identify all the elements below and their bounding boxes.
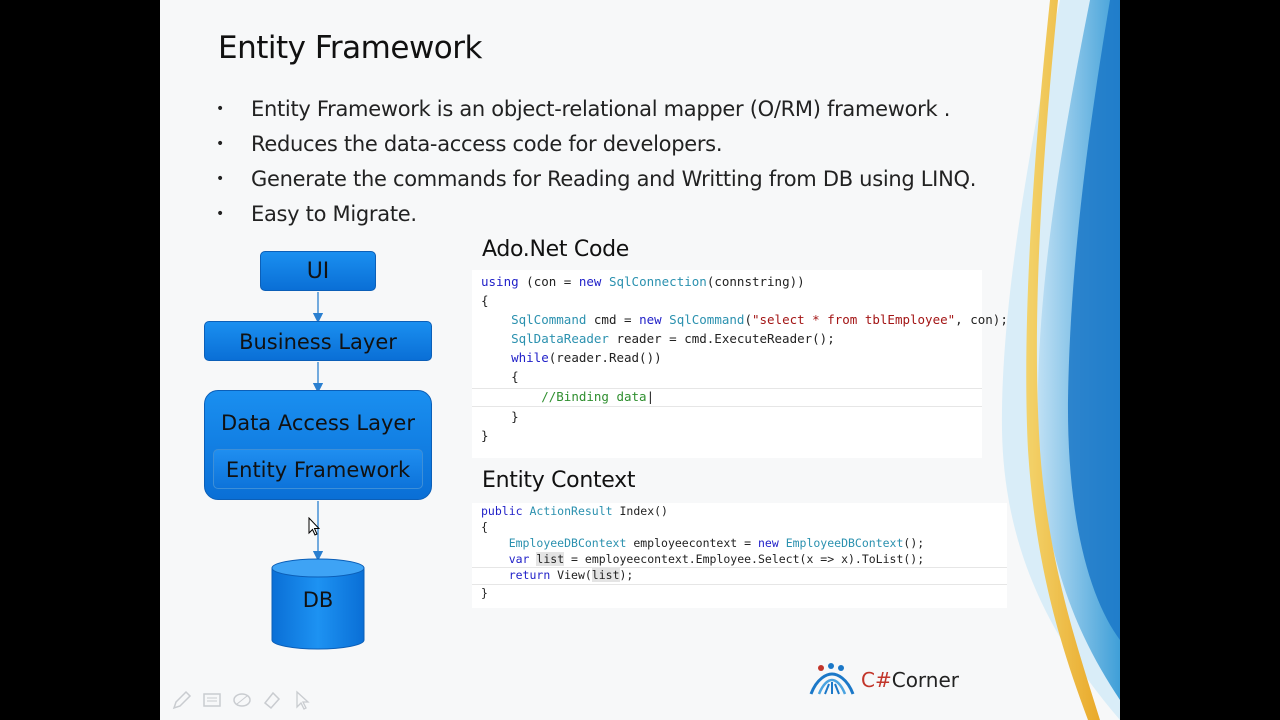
ui-box: UI (260, 251, 376, 291)
csharp-corner-logo-icon (809, 663, 855, 695)
ado-net-title: Ado.Net Code (482, 237, 630, 262)
code-line: return View(list); (508, 568, 634, 582)
data-access-layer-label: Data Access Layer (221, 411, 415, 435)
logo-text-prefix: C# (861, 668, 892, 692)
business-layer-box: Business Layer (204, 321, 432, 361)
bullet-text: Entity Framework is an object-relational… (251, 97, 951, 121)
bullet-text: Easy to Migrate. (251, 202, 417, 226)
pen-icon[interactable] (170, 689, 194, 711)
eraser-icon[interactable] (230, 689, 254, 711)
presentation-toolbar (170, 688, 314, 712)
code-line: } (481, 428, 489, 443)
slide-title: Entity Framework (218, 30, 482, 66)
bullet-dot-icon: • (216, 101, 224, 117)
code-line: { (481, 293, 489, 308)
pointer-icon[interactable] (290, 689, 314, 711)
line-separator (472, 567, 1007, 568)
code-line: { (481, 520, 488, 534)
database-icon (271, 558, 365, 650)
line-separator (472, 584, 1007, 585)
code-line: //Binding data| (541, 389, 655, 404)
bullet-list: • Entity Framework is an object-relationa… (214, 92, 976, 232)
logo-text: C#Corner (861, 668, 959, 692)
bullet-dot-icon: • (216, 206, 224, 222)
bullet-dot-icon: • (216, 171, 224, 187)
ado-code-block: using (con = new SqlConnection(connstrin… (472, 270, 1008, 458)
bullet-dot-icon: • (216, 136, 224, 152)
code-line: SqlCommand cmd = new SqlCommand("select … (511, 312, 1008, 327)
slide: Entity Framework • Entity Framework is an… (160, 0, 1120, 720)
code-line: SqlDataReader reader = cmd.ExecuteReader… (511, 331, 835, 346)
db-cylinder: DB (271, 558, 365, 650)
bullet-text: Generate the commands for Reading and Wr… (251, 167, 977, 191)
bullet-item: • Easy to Migrate. (214, 197, 976, 232)
entity-context-title: Entity Context (482, 468, 636, 493)
bullet-item: • Reduces the data-access code for develo… (214, 127, 976, 162)
line-separator (472, 406, 982, 407)
line-separator (472, 388, 982, 389)
entity-framework-box: Entity Framework (213, 449, 423, 489)
bullet-text: Reduces the data-access code for develop… (251, 132, 723, 156)
code-line: public ActionResult Index() (481, 504, 668, 518)
code-line: using (con = new SqlConnection(connstrin… (481, 274, 805, 289)
code-line: } (481, 409, 519, 424)
code-line: while(reader.Read()) (511, 350, 662, 365)
code-line: } (481, 586, 488, 600)
bullet-item: • Entity Framework is an object-relationa… (214, 92, 976, 127)
csharp-corner-logo: C#Corner (807, 660, 959, 700)
code-line: EmployeeDBContext employeecontext = new … (508, 536, 925, 550)
code-line: { (481, 369, 519, 384)
entity-code-block: public ActionResult Index() { EmployeeDB… (472, 503, 1007, 608)
bullet-item: • Generate the commands for Reading and W… (214, 162, 976, 197)
data-access-layer-box: Data Access Layer Entity Framework (204, 390, 432, 500)
code-line: var list = employeecontext.Employee.Sele… (508, 552, 925, 566)
logo-text-suffix: Corner (891, 668, 960, 692)
db-label: DB (302, 588, 334, 612)
mouse-cursor-icon (308, 517, 320, 536)
slides-icon[interactable] (200, 689, 224, 711)
highlighter-icon[interactable] (260, 689, 284, 711)
